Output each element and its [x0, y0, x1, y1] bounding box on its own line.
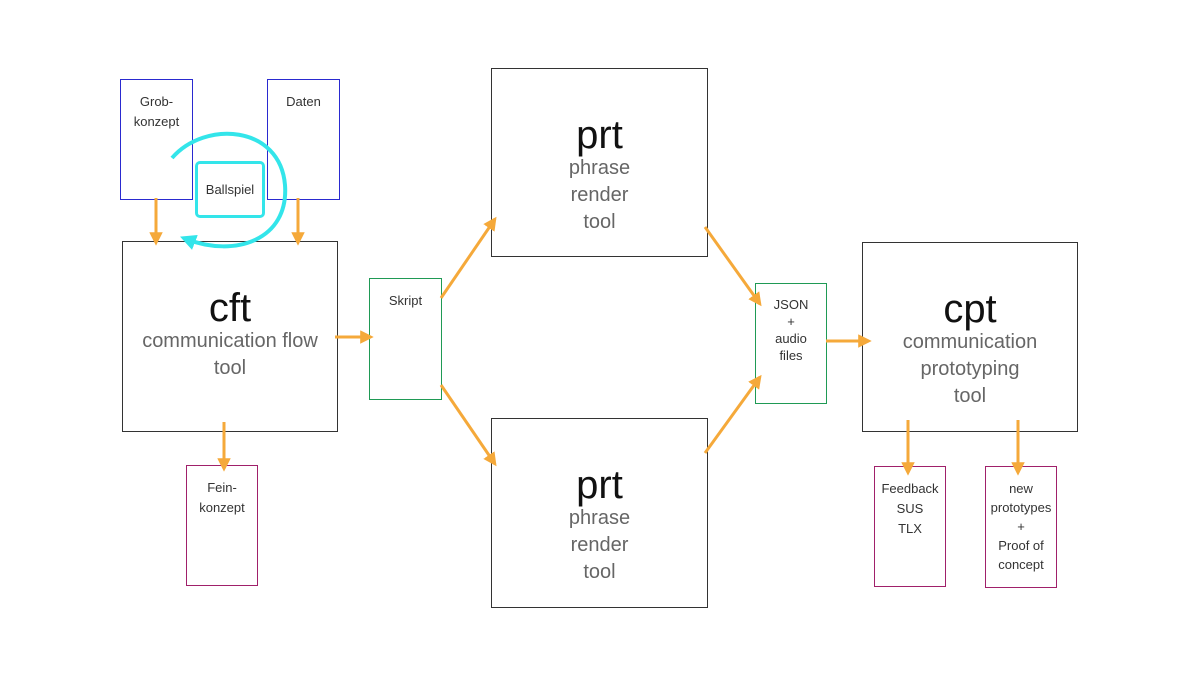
ballspiel-box: Ballspiel	[195, 161, 265, 218]
arrow-prt-top-to-json	[703, 226, 762, 307]
cft-box: cft communication flow tool	[122, 241, 338, 432]
new-prototypes-line-1: new	[1009, 481, 1033, 496]
new-prototypes-line-5: concept	[998, 557, 1044, 572]
cft-desc-line-1: communication flow	[142, 330, 318, 352]
cpt-abbr: cpt	[943, 287, 997, 331]
prt-bottom-desc-line-1: phrase	[568, 507, 631, 529]
cpt-desc-line-1: communication	[902, 331, 1038, 353]
daten-label: Daten	[286, 94, 321, 109]
grobkonzept-line-1: Grob-	[139, 94, 174, 109]
prt-top-box: prt phrase render tool	[491, 68, 708, 257]
cft-abbr: cft	[208, 286, 252, 330]
json-line-2: +	[787, 314, 795, 329]
cpt-box: cpt communication prototyping tool	[862, 242, 1078, 432]
ballspiel-cycle-arrow	[170, 131, 288, 250]
json-line-4: files	[779, 348, 803, 363]
json-line-1: JSON	[773, 297, 809, 312]
new-prototypes-line-2: prototypes	[990, 500, 1052, 515]
prt-top-abbr: prt	[576, 113, 623, 157]
new-prototypes-line-3: +	[1017, 519, 1025, 534]
prt-bottom-desc-line-2: render	[570, 534, 629, 556]
skript-box: Skript	[369, 278, 442, 400]
arrow-skript-to-prt-top	[439, 216, 497, 299]
prt-top-desc-line-2: render	[570, 184, 629, 206]
json-line-3: audio	[775, 331, 807, 346]
cpt-desc-line-2: prototyping	[920, 358, 1020, 380]
grobkonzept-line-2: konzept	[133, 114, 180, 129]
skript-label: Skript	[388, 293, 423, 308]
prt-bottom-desc-line-3: tool	[583, 561, 616, 583]
cft-desc-line-2: tool	[213, 357, 247, 379]
feedback-line-1: Feedback	[881, 481, 939, 496]
feinkonzept-line-1: Fein-	[207, 480, 237, 495]
new-prototypes-line-4: Proof of	[998, 538, 1044, 553]
cpt-desc-line-3: tool	[953, 385, 987, 407]
prt-top-desc-line-3: tool	[583, 211, 616, 233]
feedback-line-3: TLX	[898, 521, 922, 536]
arrow-skript-to-prt-bottom	[439, 384, 497, 467]
feedback-box: Feedback SUS TLX	[874, 466, 946, 587]
prt-bottom-box: prt phrase render tool	[491, 418, 708, 608]
arrow-prt-bottom-to-json	[703, 374, 762, 454]
json-audio-box: JSON + audio files	[755, 283, 827, 404]
grobkonzept-box: Grob- konzept	[120, 79, 193, 200]
feinkonzept-line-2: konzept	[199, 500, 245, 515]
ballspiel-label: Ballspiel	[205, 182, 255, 197]
daten-box: Daten	[267, 79, 340, 200]
feedback-line-2: SUS	[896, 501, 924, 516]
prt-bottom-abbr: prt	[576, 463, 623, 507]
new-prototypes-box: new prototypes + Proof of concept	[985, 466, 1057, 588]
prt-top-desc-line-1: phrase	[568, 157, 631, 179]
